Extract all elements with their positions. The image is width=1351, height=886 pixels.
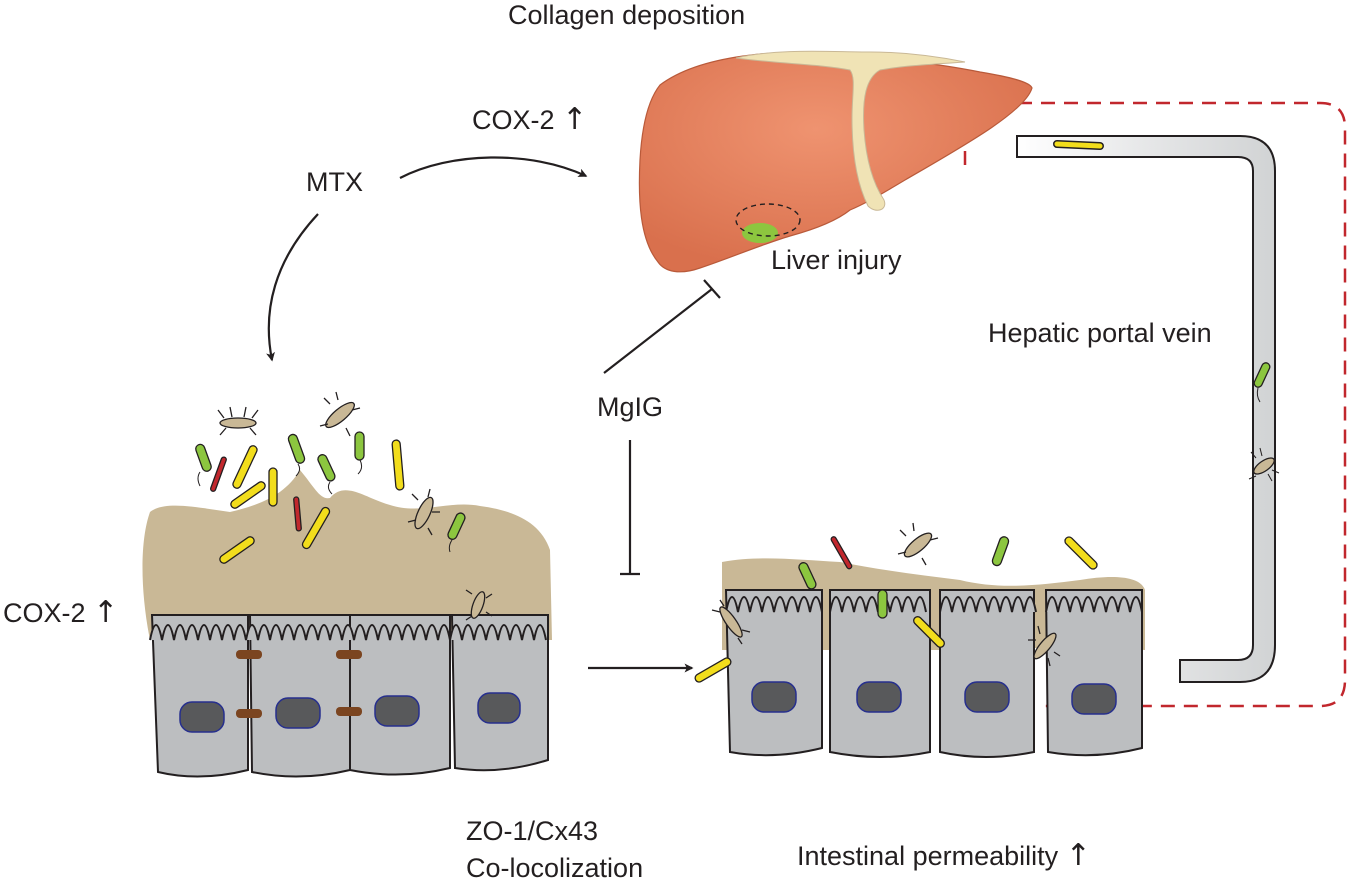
permeability-up-arrow-icon: ↑ — [1065, 838, 1091, 873]
cox2-liver-up-arrow-icon: ↑ — [562, 102, 588, 137]
cox2-liver-label: COX-2 ↑ — [472, 102, 588, 138]
mtx-label: MTX — [306, 167, 363, 197]
portal-vein — [1016, 135, 1280, 683]
liver — [638, 50, 1033, 273]
hepatic-portal-vein-label: Hepatic portal vein — [988, 318, 1212, 348]
gallbladder — [742, 223, 778, 243]
mgig-inhibit-intestine — [620, 440, 640, 576]
cox2-intestine-text: COX-2 — [3, 598, 86, 628]
colocalization-label: Co-locolization — [466, 853, 644, 883]
mgig-inhibit-liver — [603, 279, 721, 374]
collagen-layer — [735, 50, 966, 211]
intestinal-permeability-text: Intestinal permeability — [797, 841, 1059, 871]
zo1-cx43-label: ZO-1/Cx43 — [466, 816, 599, 846]
intestine-intact — [142, 391, 552, 778]
arrow-mtx-to-intestine — [266, 213, 319, 362]
intestinal-permeability-label: Intestinal permeability ↑ — [797, 838, 1091, 874]
mucus-layer — [142, 470, 552, 640]
liver-injury-label: Liver injury — [771, 245, 902, 275]
portal-circulation-box — [963, 101, 1347, 708]
cox2-liver-text: COX-2 — [472, 105, 555, 135]
mgig-label: MgIG — [597, 392, 664, 422]
intestine-permeable — [694, 522, 1145, 758]
arrow-mtx-to-liver — [399, 156, 588, 179]
cox2-intestine-label: COX-2 ↑ — [3, 595, 119, 631]
collagen-deposition-label: Collagen deposition — [508, 0, 746, 30]
cox2-intestine-up-arrow-icon: ↑ — [93, 595, 119, 630]
tight-junctions — [236, 650, 362, 718]
